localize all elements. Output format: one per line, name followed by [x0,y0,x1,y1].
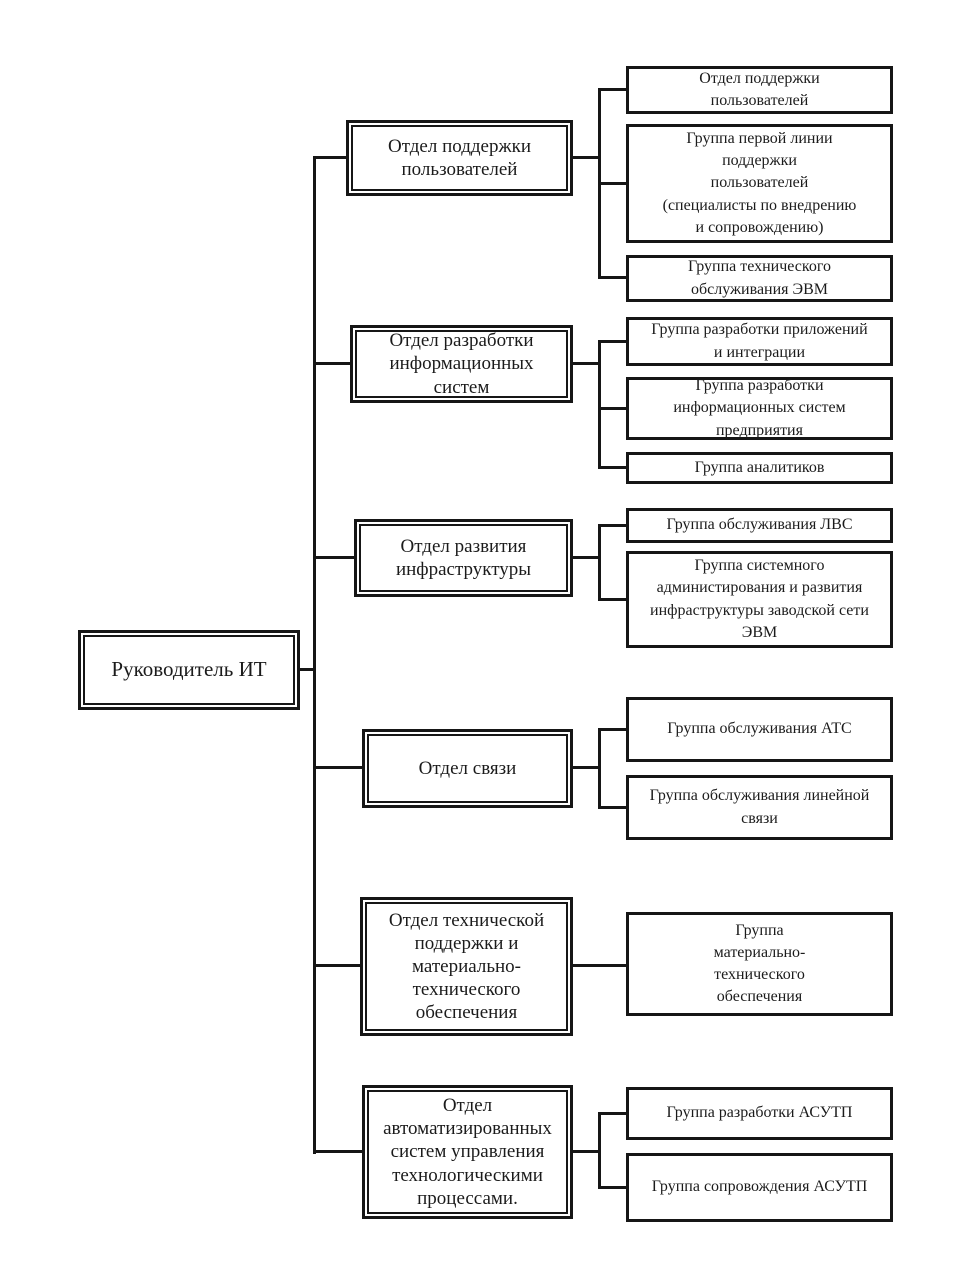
connector-trunk-to-dept-2 [313,362,353,365]
org-box-dept-5: Отдел технической поддержки и материальн… [360,897,573,1036]
org-box-group-1-1: Отдел поддержки пользователей [626,66,893,114]
connector-rail-dept-2 [598,340,601,469]
org-box-group-2-1-label: Группа разработки приложений и интеграци… [651,321,868,361]
org-box-group-3-1: Группа обслуживания ЛВС [626,508,893,543]
connector-root-to-trunk [297,668,316,671]
connector-rail-to-group-6-1 [598,1112,629,1115]
connector-rail-to-group-1-1 [598,88,629,91]
connector-dept-4-to-rail [571,766,601,769]
org-box-group-4-2: Группа обслуживания линейной связи [626,775,893,840]
org-box-root-frame: Руководитель ИТ [83,635,295,705]
org-box-group-1-2: Группа первой линии поддержки пользовате… [626,124,893,243]
connector-rail-to-group-4-1 [598,728,629,731]
connector-rail-to-group-1-2 [598,182,629,185]
org-box-dept-6-label: Отдел автоматизированных систем управлен… [383,1095,552,1209]
org-box-dept-1-label: Отдел поддержки пользователей [387,135,532,180]
org-box-group-3-2: Группа системного администирования и раз… [626,551,893,648]
org-box-group-2-3-label: Группа аналитиков [694,458,825,476]
org-box-dept-4: Отдел связи [362,729,573,808]
connector-rail-to-group-6-2 [598,1186,629,1189]
org-box-group-6-1-label: Группа разработки АСУТП [666,1104,853,1122]
connector-rail-to-group-3-1 [598,524,629,527]
org-box-group-6-2-label: Группа сопровождения АСУТП [651,1178,868,1196]
org-box-group-6-2: Группа сопровождения АСУТП [626,1153,893,1222]
connector-dept-5-to-group [571,964,629,967]
org-box-dept-2-label: Отдел разработки информационных систем [389,330,534,398]
connector-trunk-to-dept-5 [313,964,363,967]
connector-rail-to-group-4-2 [598,806,629,809]
connector-rail-dept-4 [598,728,601,809]
org-box-group-2-3: Группа аналитиков [626,452,893,484]
connector-trunk-to-dept-6 [313,1150,365,1153]
connector-trunk-to-dept-4 [313,766,365,769]
org-box-dept-2: Отдел разработки информационных систем [350,325,573,403]
org-box-dept-3-label: Отдел развития инфраструктуры [395,535,532,580]
connector-trunk-line [313,156,316,1154]
org-box-group-1-2-label: Группа первой линии поддержки пользовате… [662,130,857,236]
connector-rail-dept-6 [598,1112,601,1189]
connector-rail-to-group-3-2 [598,598,629,601]
org-box-root-label: Руководитель ИТ [111,657,267,682]
connector-dept-3-to-rail [571,556,601,559]
org-box-group-2-1: Группа разработки приложений и интеграци… [626,317,893,366]
org-box-group-3-1-label: Группа обслуживания ЛВС [666,516,853,534]
org-box-dept-6: Отдел автоматизированных систем управлен… [362,1085,573,1219]
connector-rail-dept-3 [598,524,601,601]
connector-dept-6-to-rail [571,1150,601,1153]
org-box-group-5-1-label: Группа материально- технического обеспеч… [713,921,806,1006]
org-box-group-6-1: Группа разработки АСУТП [626,1087,893,1140]
org-box-dept-1: Отдел поддержки пользователей [346,120,573,196]
org-box-dept-5-label: Отдел технической поддержки и материальн… [388,909,545,1024]
org-box-group-5-1: Группа материально- технического обеспеч… [626,912,893,1016]
org-box-root: Руководитель ИТ [78,630,300,710]
connector-rail-to-group-2-3 [598,466,629,469]
org-box-group-2-2: Группа разработки информационных систем … [626,377,893,440]
connector-trunk-to-dept-3 [313,556,357,559]
connector-dept-2-to-rail [571,362,601,365]
org-box-group-3-2-label: Группа системного администирования и раз… [650,557,869,641]
connector-dept-1-to-rail [571,156,601,159]
org-box-group-4-1-label: Группа обслуживания АТС [667,720,852,738]
org-box-group-4-1: Группа обслуживания АТС [626,697,893,762]
connector-rail-to-group-2-2 [598,407,629,410]
org-box-group-4-2-label: Группа обслуживания линейной связи [649,787,870,827]
org-box-group-1-1-label: Отдел поддержки пользователей [699,69,820,109]
org-box-dept-3: Отдел развития инфраструктуры [354,519,573,597]
org-box-group-2-2-label: Группа разработки информационных систем … [673,377,846,439]
connector-rail-to-group-2-1 [598,340,629,343]
org-box-group-1-3: Группа технического обслуживания ЭВМ [626,255,893,302]
connector-rail-to-group-1-3 [598,276,629,279]
org-box-group-1-3-label: Группа технического обслуживания ЭВМ [687,258,832,298]
connector-trunk-to-dept-1 [313,156,349,159]
org-box-dept-4-label: Отдел связи [418,757,517,779]
